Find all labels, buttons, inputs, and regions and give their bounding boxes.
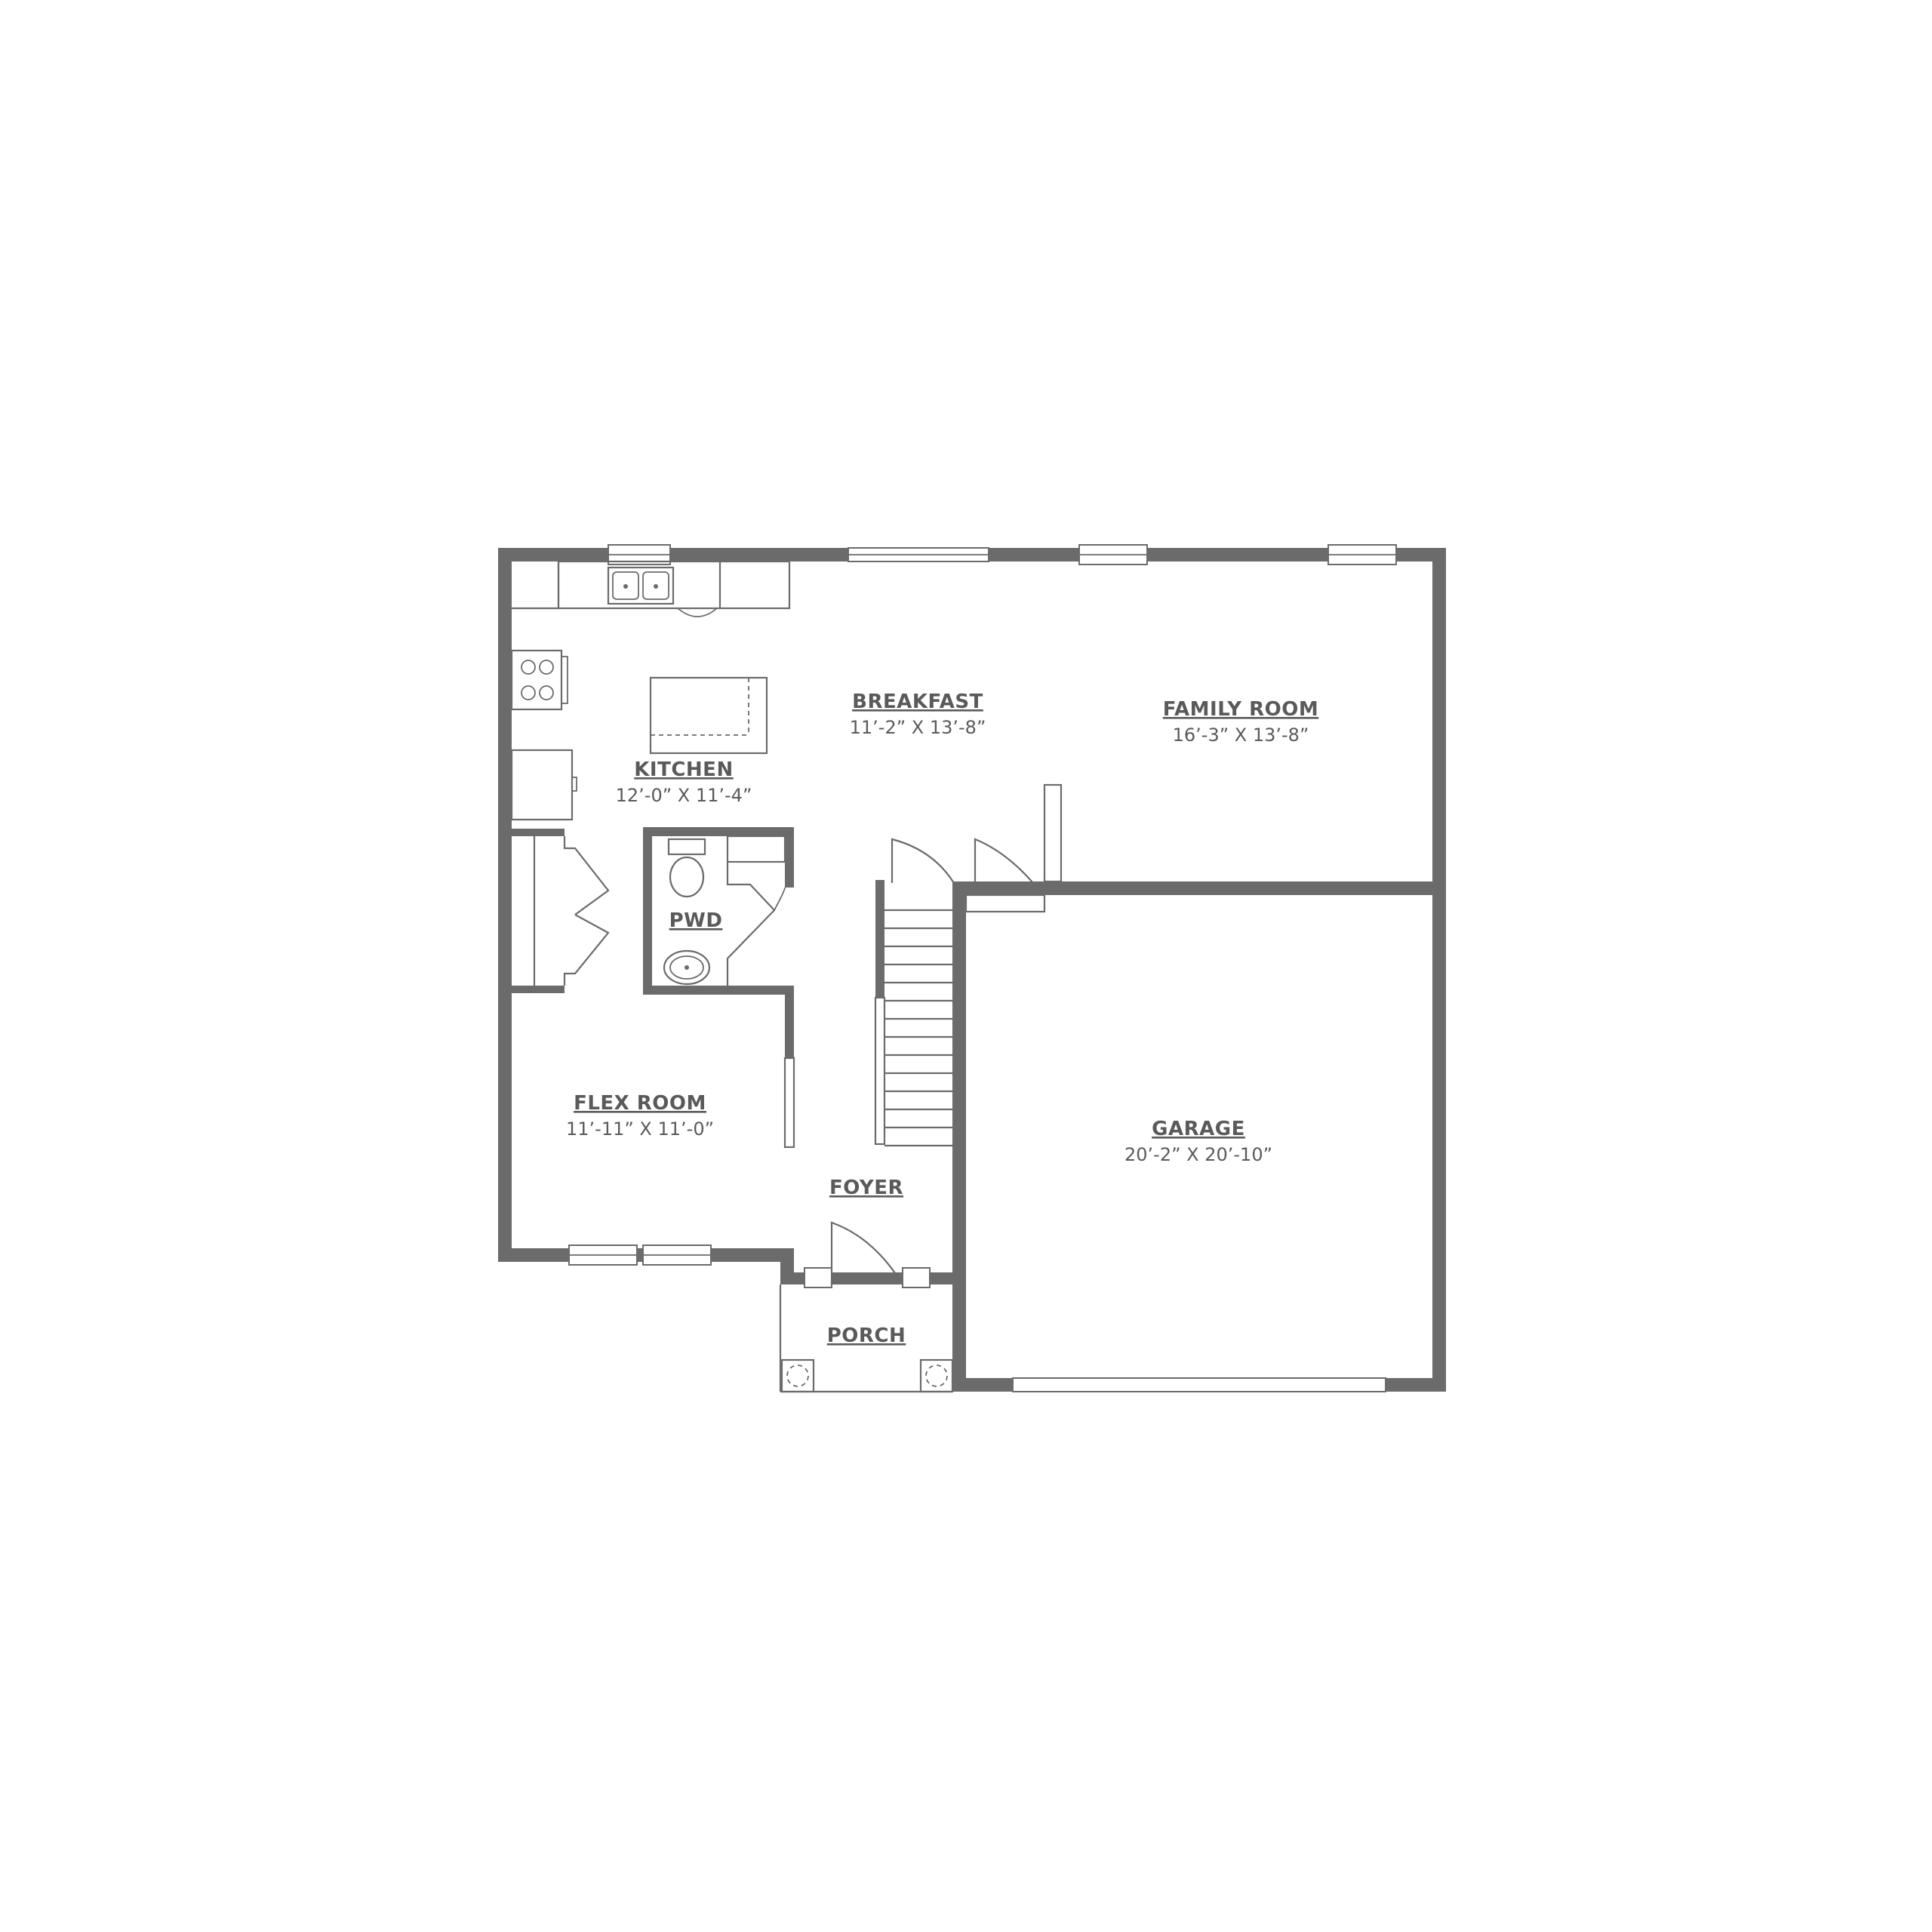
pwd-fixtures [663, 835, 786, 986]
walls [498, 548, 1446, 1392]
room-name-pwd: PWD [669, 909, 723, 932]
stairs [874, 909, 952, 1147]
windows [568, 544, 1397, 1392]
room-name-garage: GARAGE [1152, 1118, 1245, 1140]
room-name-porch: PORCH [827, 1324, 906, 1347]
kitchen-fixtures [510, 560, 791, 821]
room-name-foyer: FOYER [829, 1177, 903, 1199]
doors [783, 783, 1063, 1285]
room-dims-flex-room: 11’-11” X 11’-0” [566, 1118, 714, 1140]
room-name-kitchen: KITCHEN [634, 758, 733, 781]
room-dims-family-room: 16’-3” X 13’-8” [1173, 724, 1309, 746]
room-name-flex-room: FLEX ROOM [574, 1092, 706, 1115]
closet [533, 836, 610, 986]
room-labels: BREAKFAST 11’-2” X 13’-8” FAMILY ROOM 16… [566, 691, 1318, 1347]
room-name-family-room: FAMILY ROOM [1163, 698, 1318, 721]
porch [779, 1284, 954, 1393]
room-dims-garage: 20’-2” X 20’-10” [1124, 1144, 1272, 1165]
room-name-breakfast: BREAKFAST [852, 691, 983, 713]
room-dims-breakfast: 11’-2” X 13’-8” [850, 717, 986, 738]
room-dims-kitchen: 12’-0” X 11’-4” [616, 785, 752, 806]
